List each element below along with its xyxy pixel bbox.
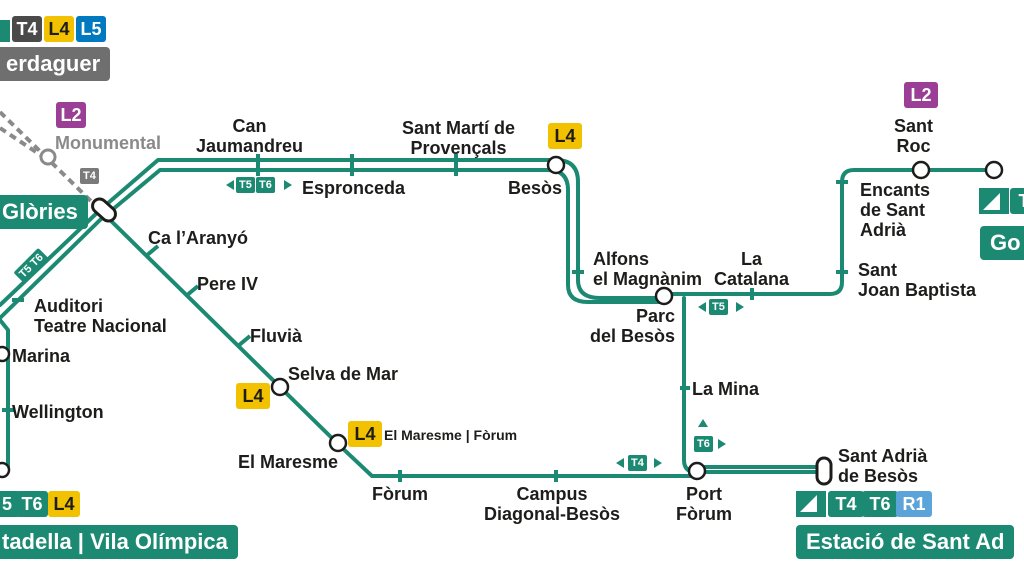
besos-label[interactable]: Besòs — [508, 178, 563, 198]
parc-del-besos-station-marker — [654, 286, 674, 306]
la-mina-t6-tag: T6 — [694, 436, 713, 452]
interchange-arrow-icons — [0, 20, 1009, 517]
ca-laranyo-label[interactable]: Ca l’Aranyó — [148, 228, 249, 248]
sant-joan-baptista-label[interactable]: Sant Joan Baptista — [858, 260, 977, 300]
bottom-left-l4-badge: L4 — [48, 491, 80, 517]
pere-iv-label[interactable]: Pere IV — [197, 274, 259, 294]
port-forum-label[interactable]: Port Fòrum — [676, 484, 732, 524]
la-catalana-label[interactable]: La Catalana — [714, 249, 790, 289]
can-jaumandreu-label[interactable]: Can Jaumandreu — [196, 116, 304, 156]
station-ticks — [2, 154, 848, 482]
alfons-label[interactable]: Alfons el Magnànim — [593, 249, 703, 289]
el-maresme-label[interactable]: El Maresme — [238, 452, 339, 472]
left-terminus-station-marker — [0, 461, 11, 479]
selva-de-mar-label[interactable]: Selva de Mar — [288, 364, 399, 384]
terminus-right-station-marker — [984, 160, 1004, 180]
monumental-station-marker[interactable] — [39, 148, 57, 166]
bottom-left-t5-badge: 5 — [0, 491, 20, 517]
fluvia-label[interactable]: Fluvià — [250, 326, 303, 346]
monumental-label[interactable]: Monumental — [55, 133, 161, 153]
encants-label[interactable]: Encants de Sant Adrià — [860, 180, 931, 240]
espronceda-label[interactable]: Espronceda — [302, 178, 406, 198]
bottom-right-r1-badge: R1 — [896, 491, 932, 517]
right-edge-tram-badge: T — [1010, 188, 1024, 214]
top-left-l4-badge: L4 — [44, 16, 74, 42]
marina-station-marker — [0, 345, 11, 363]
auditori-label[interactable]: Auditori Teatre Nacional — [34, 296, 167, 336]
wellington-label[interactable]: Wellington — [12, 402, 104, 422]
glories-station-bar[interactable]: Glòries — [0, 195, 88, 229]
verdaguer-station-bar[interactable]: erdaguer — [0, 47, 111, 81]
el-maresme-station-marker — [328, 433, 348, 453]
la-mina-label[interactable]: La Mina — [692, 379, 760, 399]
parc-del-besos-label[interactable]: Parc del Besòs — [590, 306, 676, 346]
top-left-tram-badge: T4 — [12, 16, 42, 42]
upper-t6-tag: T6 — [256, 177, 275, 193]
sant-adria-station-bar[interactable]: Estació de Sant Ad — [796, 525, 1015, 559]
monumental-t4-tag: T4 — [80, 168, 99, 184]
catalana-t5-tag: T5 — [709, 299, 728, 315]
el-maresme-forum-note: El Maresme | Fòrum — [384, 427, 518, 443]
upper-t5-tag: T5 — [236, 177, 255, 193]
sant-adria-label[interactable]: Sant Adrià de Besòs — [838, 446, 928, 486]
ciutadella-station-bar[interactable]: tadella | Vila Olímpica — [0, 525, 238, 559]
port-forum-station-marker — [687, 461, 707, 481]
bottom-left-t6-badge: T6 — [16, 491, 48, 517]
station-circles — [0, 155, 1004, 481]
campus-label[interactable]: Campus Diagonal-Besòs — [484, 484, 621, 524]
sant-roc-l2-badge: L2 — [904, 82, 938, 108]
bottom-right-t6-badge: T6 — [862, 491, 898, 517]
forum-label[interactable]: Fòrum — [372, 484, 428, 504]
bottom-right-t4-badge: T4 — [828, 491, 864, 517]
el-maresme-l4-badge: L4 — [348, 421, 382, 447]
top-left-l5-badge: L5 — [76, 16, 106, 42]
monumental-l2-badge: L2 — [56, 102, 86, 128]
besos-l4-badge: L4 — [548, 123, 582, 149]
marina-label[interactable]: Marina — [12, 346, 71, 366]
sant-adria-station-marker[interactable] — [815, 456, 833, 486]
right-edge-station-bar[interactable]: Go — [980, 226, 1024, 260]
sant-roc-station-marker — [911, 160, 931, 180]
selva-de-mar-l4-badge: L4 — [236, 383, 270, 409]
bottom-t4-tag: T4 — [628, 455, 647, 471]
glories-station-marker[interactable] — [90, 196, 119, 224]
sant-roc-label[interactable]: Sant Roc — [894, 116, 934, 156]
sant-marti-label[interactable]: Sant Martí de Provençals — [402, 118, 516, 158]
besos-station-marker — [546, 155, 566, 175]
selva-de-mar-station-marker — [270, 377, 290, 397]
direction-arrows — [226, 180, 744, 468]
